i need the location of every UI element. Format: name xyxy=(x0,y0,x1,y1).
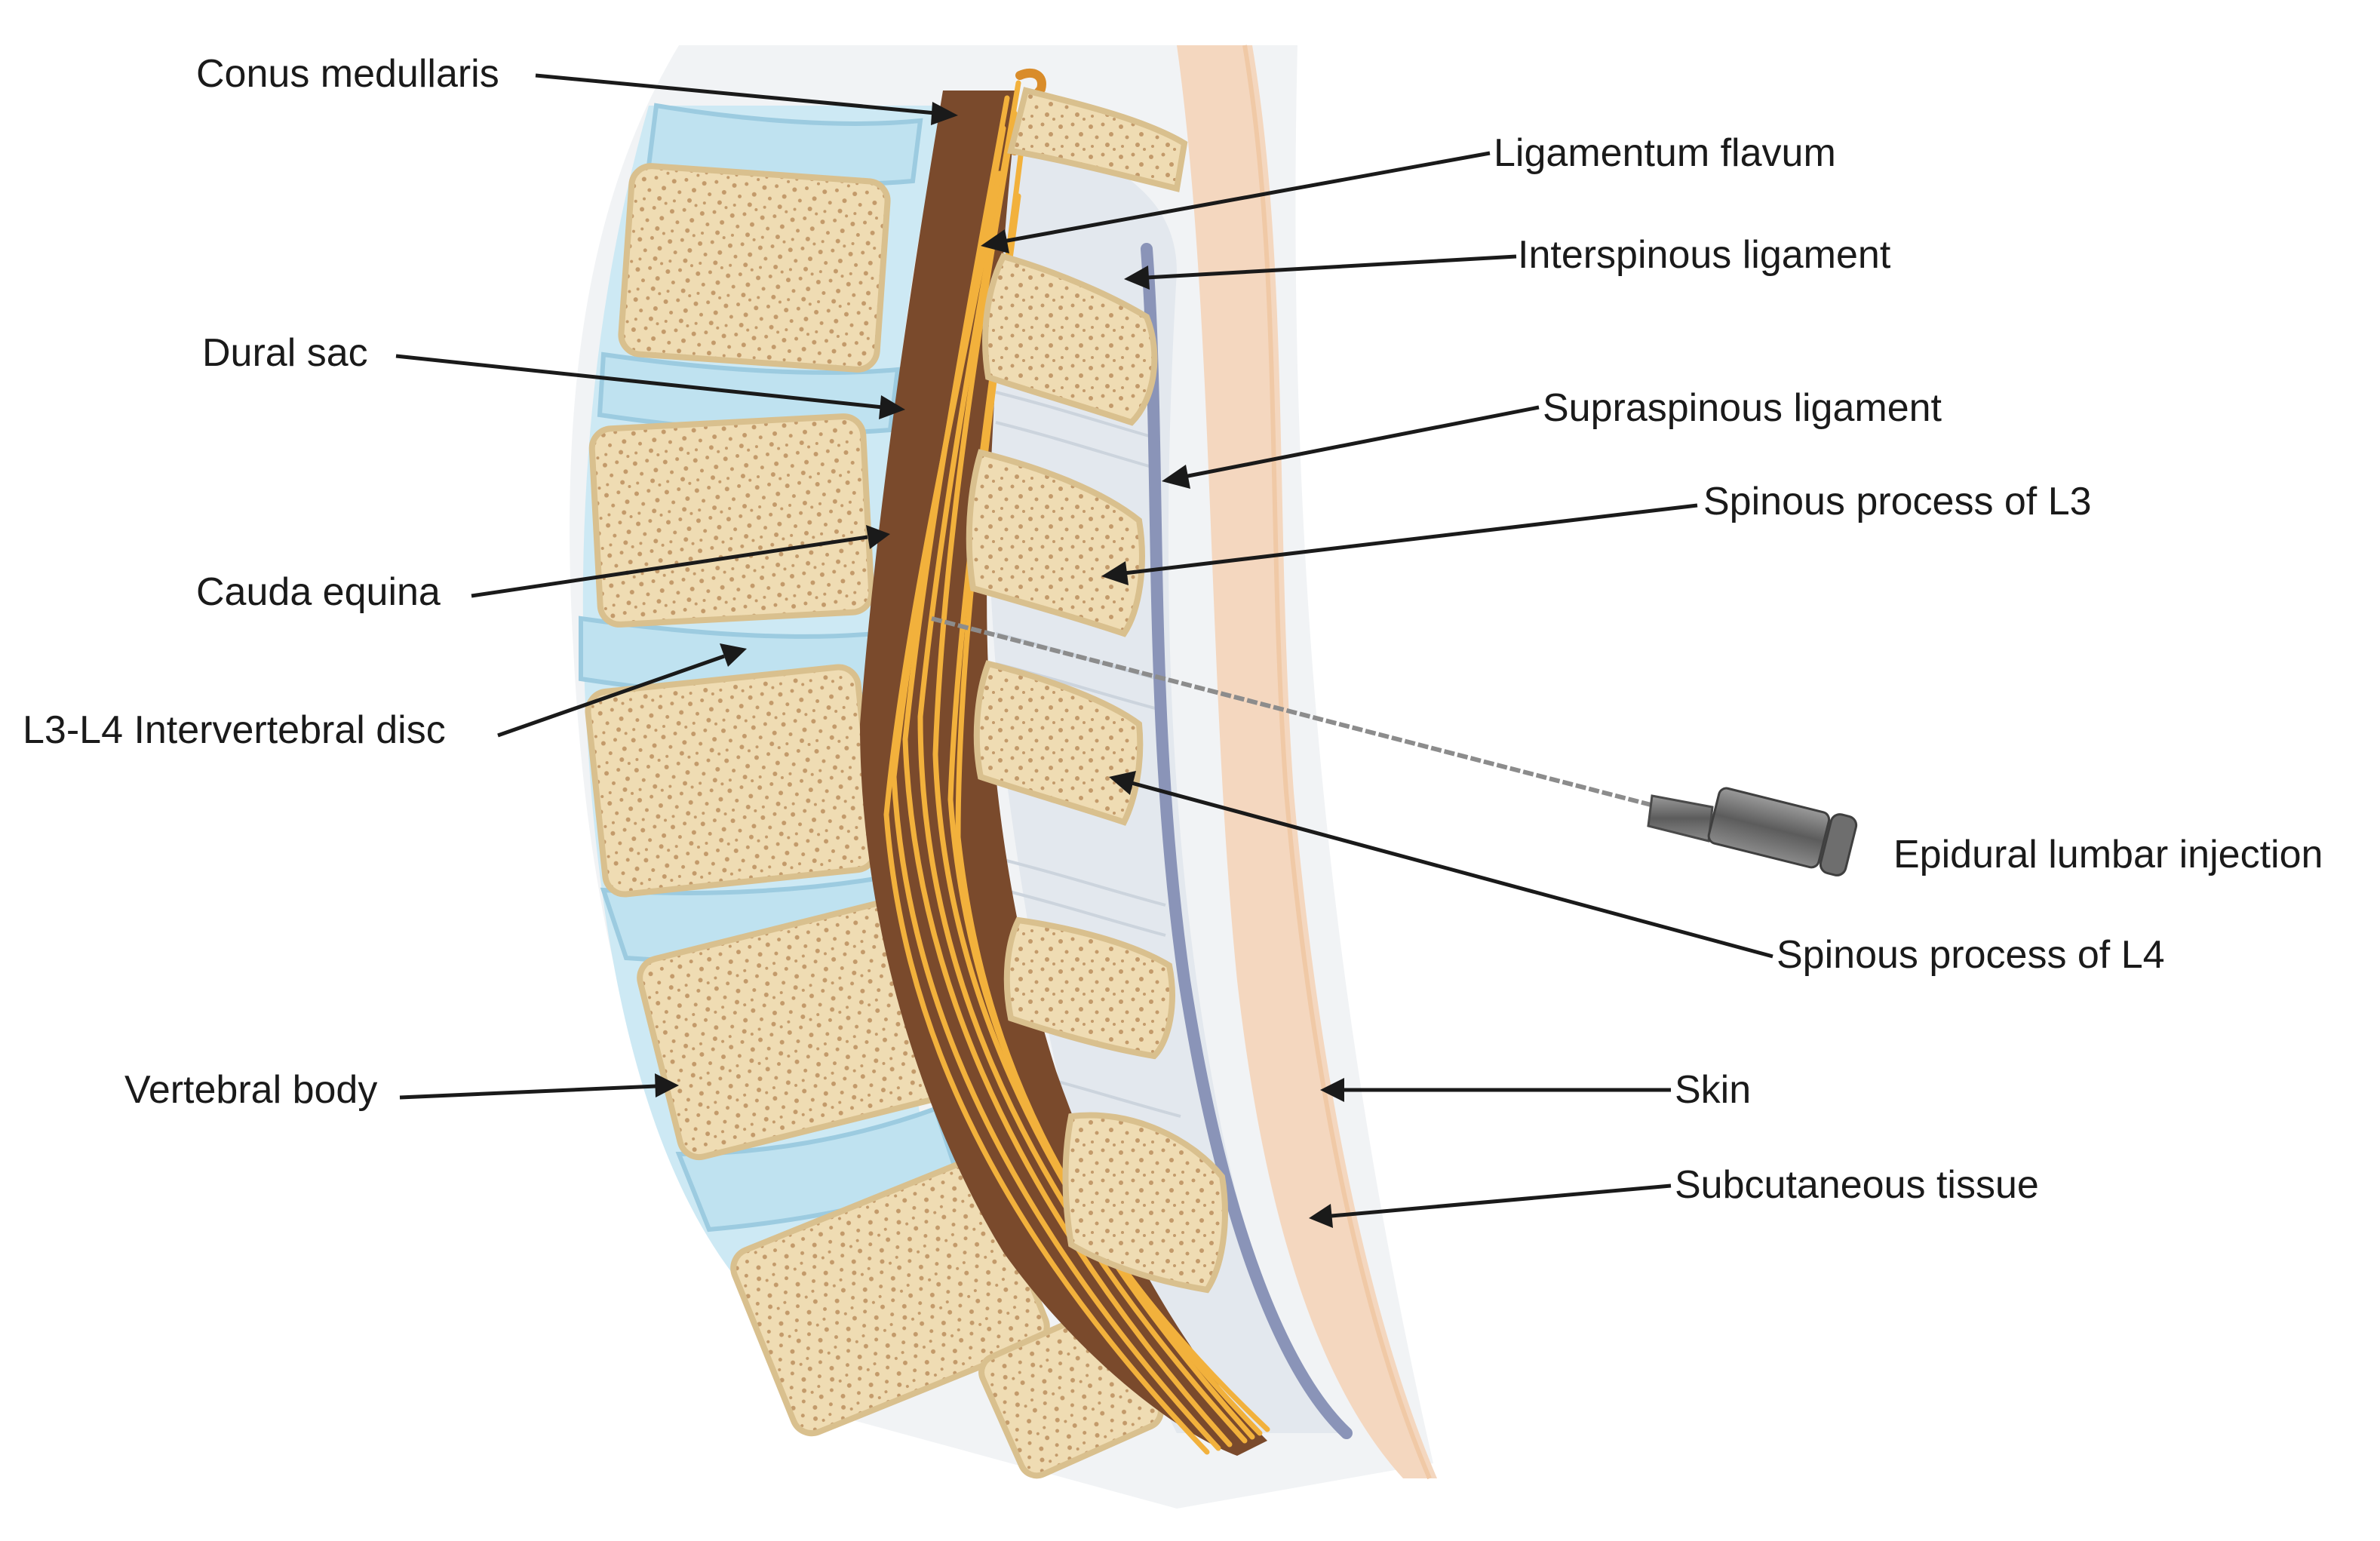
label-dural-sac: Dural sac xyxy=(202,331,368,375)
arrow-spinous-process-l3 xyxy=(1101,561,1129,585)
arrow-subcutaneous-tissue xyxy=(1309,1204,1333,1228)
arrow-cauda-equina xyxy=(866,525,890,549)
leader-vertebral-body xyxy=(399,1084,657,1100)
arrow-spinous-process-l4 xyxy=(1109,771,1136,795)
label-skin: Skin xyxy=(1675,1068,1751,1112)
label-vertebral-body: Vertebral body xyxy=(124,1068,377,1112)
needle-shaft xyxy=(931,616,1660,809)
arrow-conus-medullaris xyxy=(931,102,958,125)
leader-dural-sac xyxy=(395,354,883,410)
arrow-intervertebral-disc xyxy=(720,643,747,667)
leader-intervertebral-disc xyxy=(497,654,725,738)
arrow-vertebral-body xyxy=(655,1073,679,1097)
arrow-skin xyxy=(1320,1078,1344,1102)
syringe-barrel xyxy=(1707,787,1831,869)
label-intervertebral-disc: L3-L4 Intervertebral disc xyxy=(23,708,446,752)
spinal-canal xyxy=(860,91,1267,1456)
label-supraspinous-ligament: Supraspinous ligament xyxy=(1543,386,1942,430)
needle-hub xyxy=(1647,794,1714,843)
skin-layer xyxy=(1177,45,1437,1478)
supraspinous-ligament-line xyxy=(1141,243,1353,1439)
label-spinous-process-l4: Spinous process of L4 xyxy=(1777,933,2165,977)
epidural-needle xyxy=(931,616,1858,876)
syringe-cap xyxy=(1819,813,1858,876)
label-conus-medullaris: Conus medullaris xyxy=(196,52,499,96)
arrow-interspinous-ligament xyxy=(1124,266,1150,290)
label-subcutaneous-tissue: Subcutaneous tissue xyxy=(1675,1163,2039,1207)
label-spinous-process-l3: Spinous process of L3 xyxy=(1703,480,2092,523)
label-cauda-equina: Cauda equina xyxy=(196,570,441,614)
leader-lines xyxy=(395,73,1773,1228)
arrow-ligamentum-flavum xyxy=(981,229,1009,253)
spinous-processes xyxy=(966,87,1228,1294)
label-epidural-injection: Epidural lumbar injection xyxy=(1893,833,2323,876)
label-ligamentum-flavum: Ligamentum flavum xyxy=(1494,131,1836,175)
anatomy-artwork xyxy=(570,45,1858,1509)
arrow-supraspinous-ligament xyxy=(1162,465,1190,489)
leader-subcutaneous-tissue xyxy=(1331,1183,1672,1218)
leader-spinous-process-l3 xyxy=(1123,503,1698,576)
arrow-dural-sac xyxy=(879,395,905,419)
label-interspinous-ligament: Interspinous ligament xyxy=(1518,233,1891,277)
leader-supraspinous-ligament xyxy=(1184,405,1540,479)
leader-cauda-equina xyxy=(471,535,868,598)
leader-conus-medullaris xyxy=(535,73,936,115)
labels: Conus medullaris Ligamentum flavum Inter… xyxy=(23,52,2323,1207)
leader-spinous-process-l4 xyxy=(1131,781,1773,959)
leader-ligamentum-flavum xyxy=(1003,151,1491,244)
leader-interspinous-ligament xyxy=(1146,254,1517,280)
